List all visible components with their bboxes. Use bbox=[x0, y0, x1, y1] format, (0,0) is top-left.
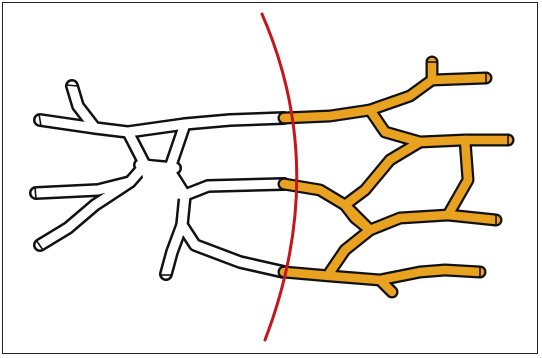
right-branches-fill bbox=[284, 62, 508, 292]
cut-line bbox=[262, 14, 297, 340]
end-cap-top-spur bbox=[66, 85, 78, 86]
right-branch-top bbox=[284, 78, 486, 118]
end-cap-mid-left bbox=[35, 187, 36, 199]
